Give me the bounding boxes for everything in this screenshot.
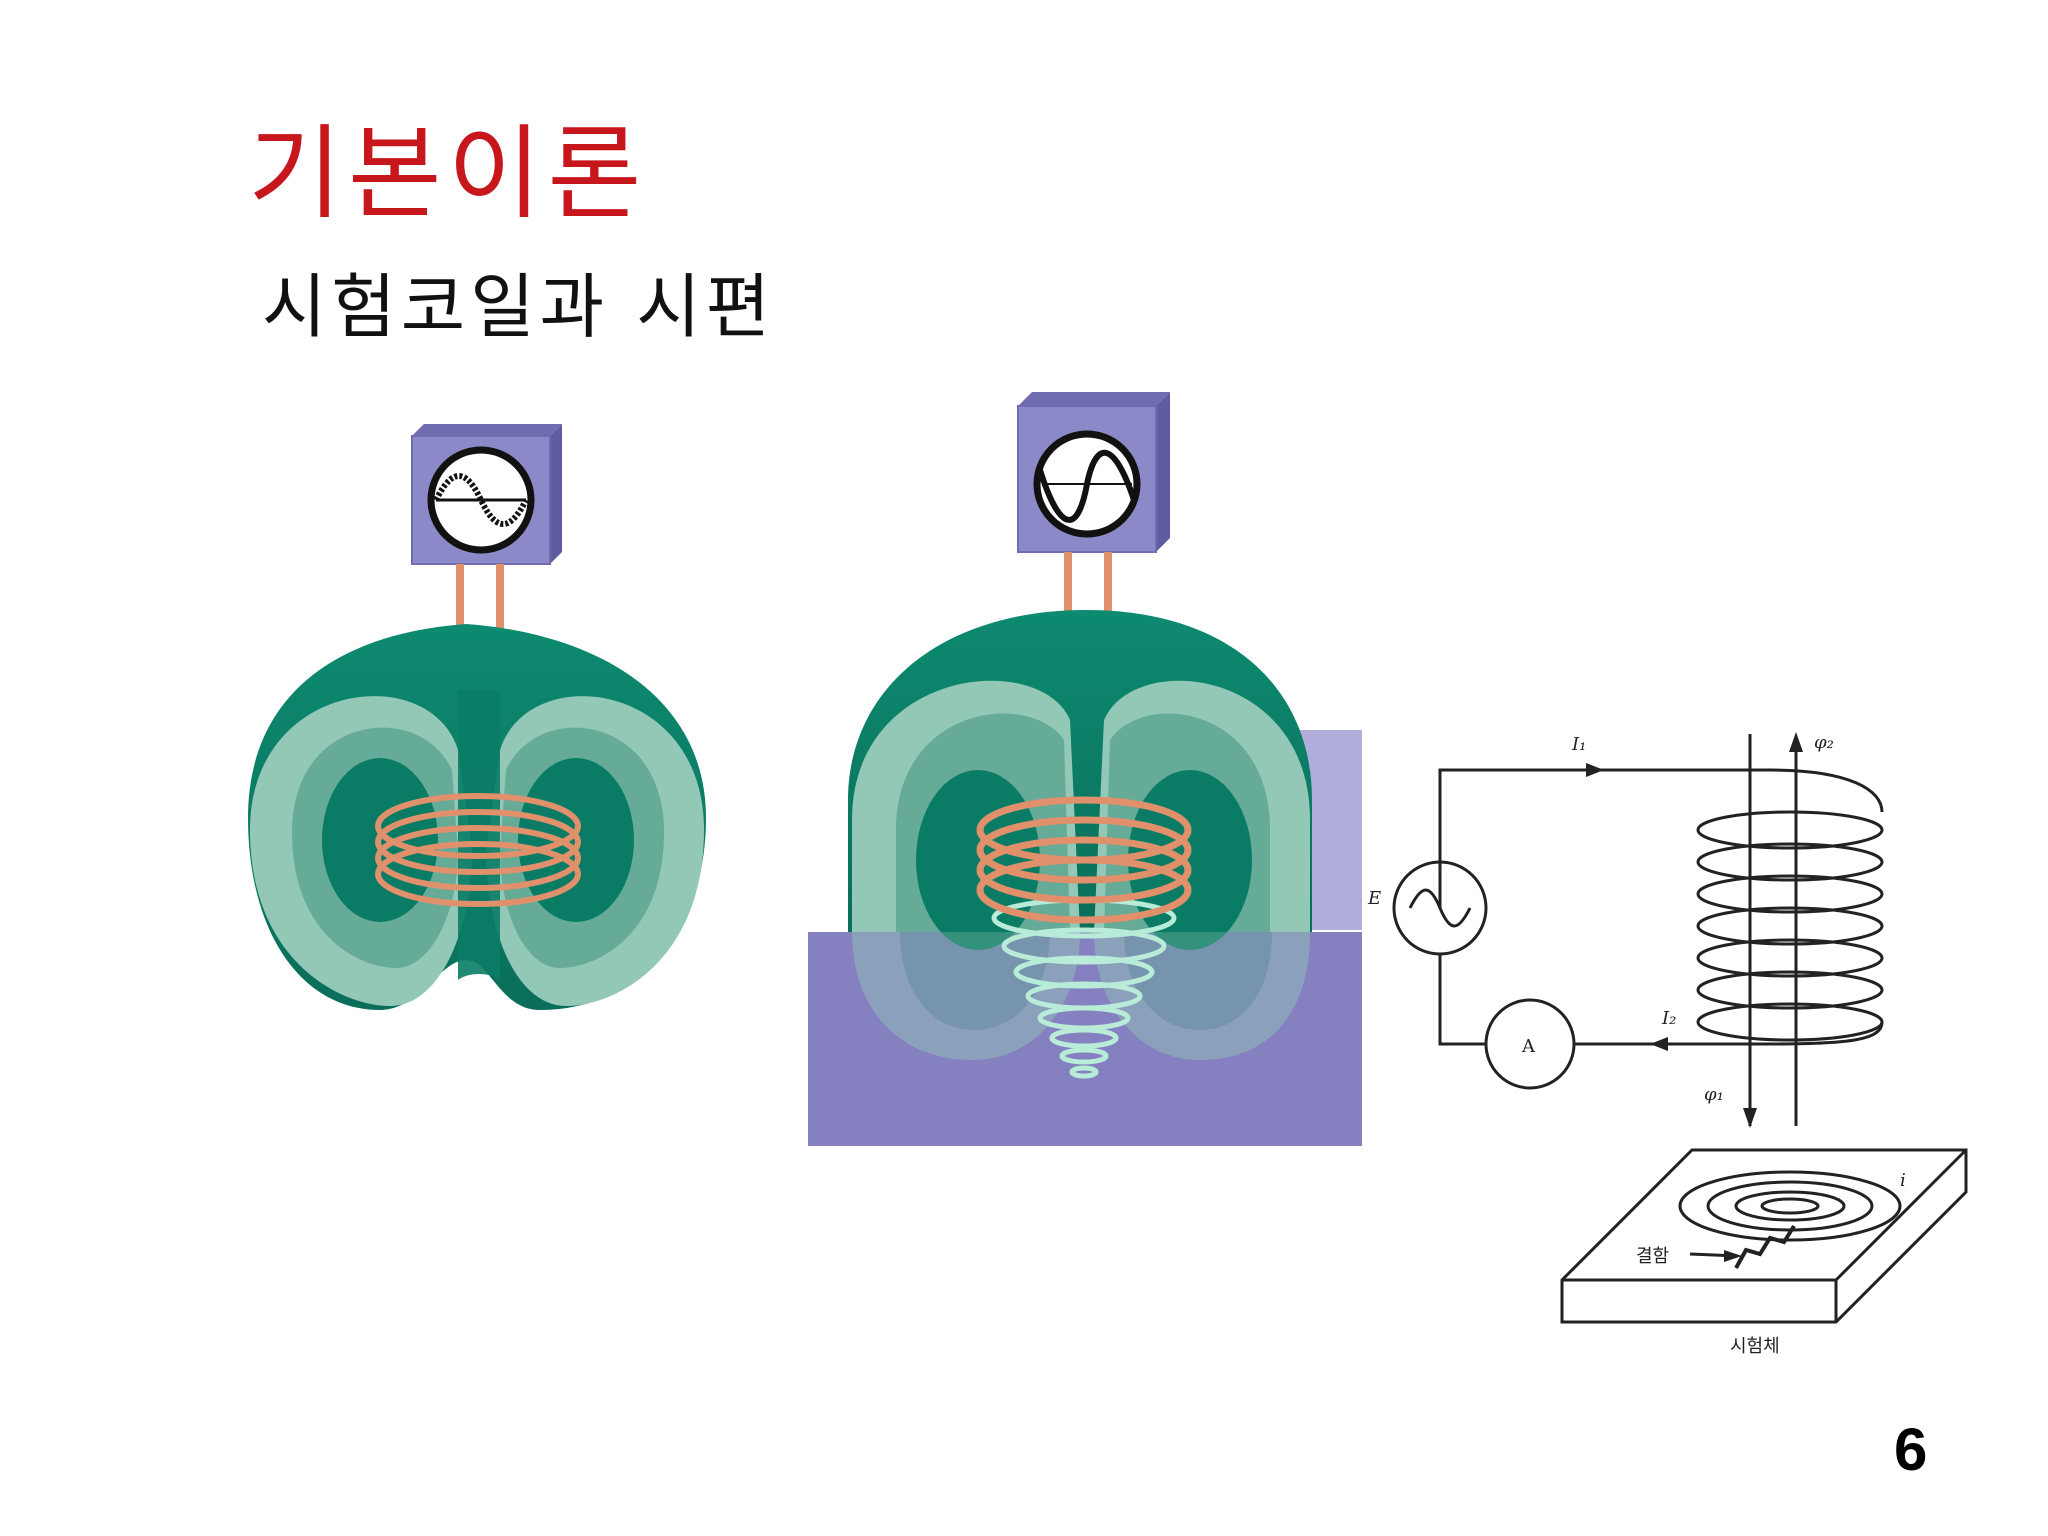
instrument-box-1 — [411, 424, 562, 565]
lead-wire — [1064, 552, 1072, 662]
current-i2-label: I₂ — [1661, 1008, 1676, 1029]
specimen-block — [808, 932, 1362, 1146]
defect-label: 결함 — [1636, 1246, 1669, 1267]
magnetic-field-1 — [248, 624, 706, 1010]
defect-crack — [1734, 1224, 1796, 1269]
page-subtitle: 시험코일과 시편 — [262, 266, 776, 348]
lead-wire — [1104, 552, 1112, 662]
specimen-label: 시험체 — [1730, 1336, 1780, 1357]
flux-phi1-label: φ₁ — [1704, 1084, 1724, 1105]
specimen-slab — [1560, 1148, 1968, 1324]
ammeter-a-label: A — [1521, 1036, 1536, 1057]
circuit-wire-top — [1438, 768, 1770, 908]
solenoid-coil — [1696, 768, 1884, 1046]
circuit-labels: I₁ I₂ φ₂ φ₁ E A i 결함 시험체 — [1367, 732, 1906, 1357]
eddy-current-circuit-diagram — [1392, 732, 1968, 1324]
coil-over-specimen-figure — [808, 392, 1362, 1146]
sine-wave-icon — [1037, 450, 1137, 523]
page-number: 6 — [1894, 1416, 1928, 1483]
source-e-label: E — [1367, 888, 1381, 909]
lead-wire — [496, 564, 504, 686]
coil-in-air-figure — [248, 424, 706, 1010]
flux-phi2-label: φ₂ — [1814, 732, 1834, 753]
sine-wave-icon — [433, 473, 529, 527]
instrument-box-2 — [1017, 392, 1170, 553]
test-coil-2 — [976, 796, 1192, 924]
page-title: 기본이론 — [248, 115, 648, 234]
test-coil-1 — [375, 793, 581, 907]
current-i1-label: I₁ — [1571, 734, 1586, 755]
eddy-current-i-label: i — [1900, 1170, 1906, 1191]
